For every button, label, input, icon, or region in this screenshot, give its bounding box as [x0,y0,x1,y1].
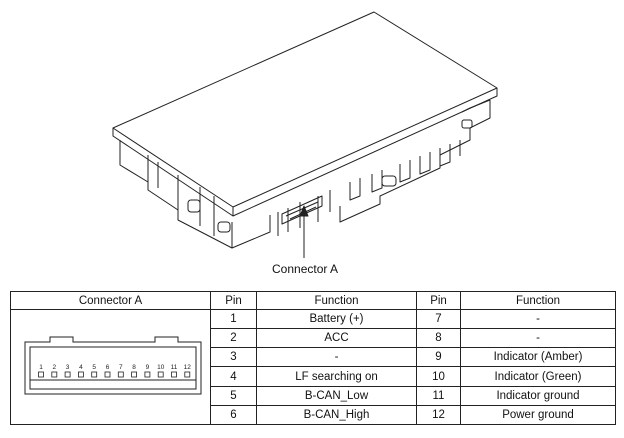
module-side-front [119,140,233,249]
pin-cell: 11 [416,385,461,406]
header-function-right: Function [460,291,616,310]
connector-pin-number: 1 [39,364,43,371]
function-cell: ACC [256,328,417,349]
connector-pin-number: 6 [106,364,110,371]
table-row: 6 B-CAN_High 12 Power ground [11,404,616,426]
connector-pin-terminal [117,371,124,378]
table-header-row: Connector A Pin Function Pin Function [10,291,616,310]
header-connector: Connector A [10,291,211,310]
connector-pin-terminal [131,371,137,378]
connector-pin-terminal [51,371,58,378]
connector-pin-terminal [157,371,164,378]
pin-cell: 5 [210,385,257,406]
function-cell: Indicator (Amber) [460,347,616,368]
header-function-left: Function [256,291,417,310]
function-cell: Battery (+) [256,308,417,330]
module-top-bevel [112,128,234,217]
connector-pin-terminal [78,371,84,378]
function-cell: Power ground [460,404,616,426]
connector-pin-number: 4 [79,364,83,371]
function-cell: - [256,347,417,368]
connector-housing [24,336,202,395]
pin-cell: 6 [210,404,257,426]
pin-cell: 12 [416,404,461,426]
connector-pin-terminal [144,371,151,378]
pin-cell: 1 [210,308,257,330]
connector-pin-number: 5 [92,364,96,371]
connector-pin-number: 3 [66,364,70,371]
function-cell: Indicator ground [460,385,616,406]
function-cell: Indicator (Green) [460,366,616,387]
table-row: 5 B-CAN_Low 11 Indicator ground [11,385,616,406]
header-pin-right: Pin [416,291,461,310]
pin-cell: 3 [210,347,257,368]
connector-pin-terminal [184,371,191,378]
pin-cell: 8 [416,328,461,349]
pin-cell: 7 [416,308,461,330]
connector-pin-number: 2 [52,364,56,371]
connector-pin-terminal [38,371,44,378]
pin-cell: 9 [416,347,461,368]
table-row: 4 LF searching on 10 Indicator (Green) [11,366,616,387]
header-pin-left: Pin [210,291,257,310]
connector-pin-terminal [91,371,98,378]
connector-pin-number: 12 [184,364,192,371]
table-row: 3 - 9 Indicator (Amber) [11,347,616,368]
connector-pin-number: 11 [171,364,178,371]
connector-inner-frame [29,346,197,390]
function-cell: - [460,308,616,330]
module-top-face [112,11,498,208]
connector-pin-number: 10 [157,364,165,371]
function-cell: B-CAN_Low [256,385,417,406]
connector-pin-terminal [171,371,177,378]
connector-a-callout-label: Connector A [272,262,339,276]
connector-pin-number: 8 [132,364,136,371]
function-cell: B-CAN_High [256,404,417,426]
pin-cell: 10 [416,366,461,387]
connector-pin-terminal [64,371,71,378]
pin-cell: 2 [210,328,257,349]
connector-pin-number: 7 [119,364,123,371]
pin-cell: 4 [210,366,257,387]
connector-pin-terminal [104,371,111,378]
connector-opening [281,195,323,225]
connector-pin-number: 9 [146,364,150,371]
function-cell: - [460,328,616,349]
module-illustration [112,11,498,258]
function-cell: LF searching on [256,366,417,387]
